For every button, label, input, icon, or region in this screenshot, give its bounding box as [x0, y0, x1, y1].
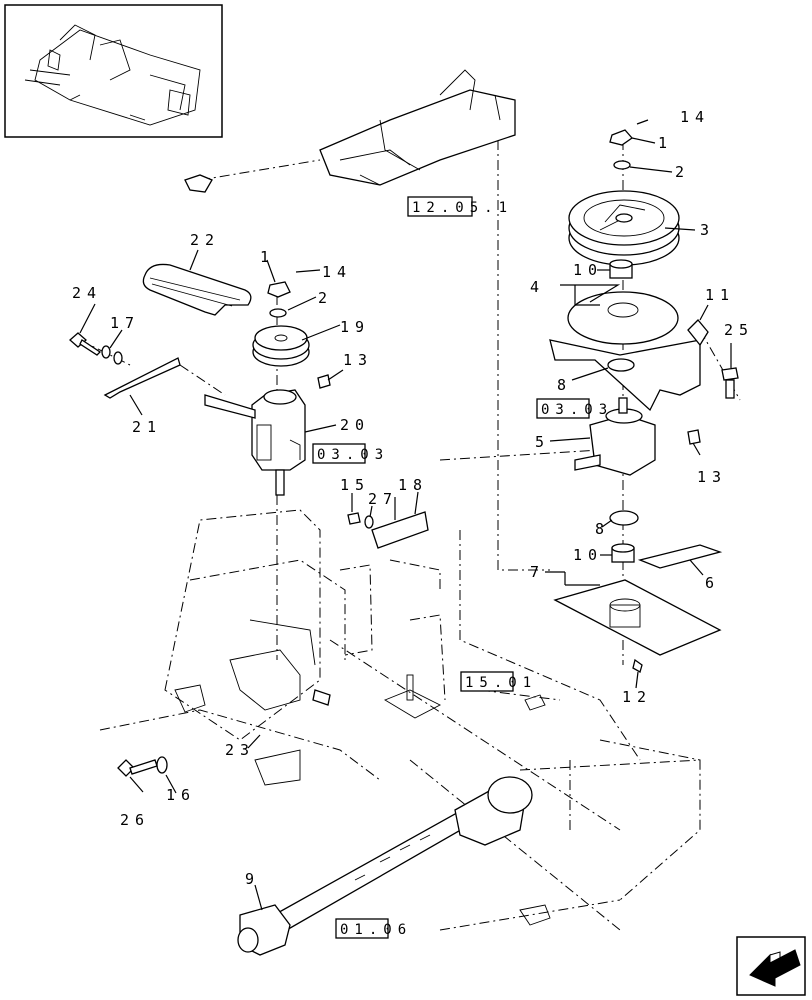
castle-nut-left[interactable]	[267, 281, 291, 298]
nut-15[interactable]	[347, 512, 361, 525]
next-page-arrow-icon[interactable]	[736, 936, 806, 996]
callout-24: 24	[72, 284, 102, 302]
callout-10b: 10	[573, 546, 603, 564]
svg-text:03.03: 03.03	[541, 402, 613, 418]
svg-text:15.01: 15.01	[465, 675, 537, 691]
callout-numbers: 14 1 2 3 10 4 11 25 8 5 13 8 10 7 6 12 2…	[72, 108, 754, 888]
right-gearbox[interactable]	[574, 397, 656, 476]
callout-18: 18	[398, 476, 428, 494]
svg-text:12.05.1: 12.05.1	[412, 200, 513, 216]
callout-23: 23	[225, 741, 255, 759]
left-gearbox[interactable]	[204, 389, 306, 496]
callout-1: 1	[658, 134, 673, 152]
seal-ring-upper[interactable]	[607, 358, 635, 372]
bolt-26[interactable]	[117, 759, 158, 777]
callout-10: 10	[573, 261, 603, 279]
callout-9: 9	[245, 870, 260, 888]
bearing-upper[interactable]	[609, 259, 633, 279]
callout-27: 27	[368, 490, 398, 508]
key-left[interactable]	[317, 374, 331, 389]
bolt-24[interactable]	[69, 332, 102, 356]
grease-fitting[interactable]	[632, 658, 643, 673]
washer-27[interactable]	[364, 515, 374, 529]
bearing-housing[interactable]	[549, 291, 701, 412]
callout-2: 2	[675, 163, 690, 181]
callout-3: 3	[700, 221, 715, 239]
pto-driveshaft[interactable]	[237, 776, 533, 956]
leader-lines	[79, 119, 732, 911]
callout-8b: 8	[595, 520, 610, 538]
cross-reference-boxes: 12.05.1 03.03 03.03 15.01 01.06	[312, 196, 613, 939]
bolt-11[interactable]	[687, 319, 709, 347]
ref-box-03-03-right[interactable]: 03.03	[536, 398, 613, 419]
machine-overview-thumbnail[interactable]	[4, 4, 223, 138]
callout-16: 16	[166, 786, 196, 804]
washer-left[interactable]	[269, 308, 287, 318]
callout-2b: 2	[318, 289, 333, 307]
callout-21: 21	[132, 418, 162, 436]
washer-right[interactable]	[613, 160, 631, 170]
callout-1b: 1	[260, 248, 275, 266]
callout-7: 7	[530, 563, 545, 581]
knife-blade[interactable]	[103, 357, 181, 399]
upper-mount-bracket	[184, 69, 516, 193]
seal-ring-lower[interactable]	[609, 510, 639, 526]
key-right[interactable]	[687, 429, 701, 445]
svg-text:03.03: 03.03	[317, 447, 389, 463]
shim-plate[interactable]	[637, 544, 723, 569]
callout-11: 11	[705, 286, 735, 304]
washer-16[interactable]	[156, 756, 168, 774]
bearing-lower[interactable]	[611, 543, 635, 563]
callout-13b: 13	[343, 351, 373, 369]
callout-8: 8	[557, 376, 572, 394]
guard-plate[interactable]	[371, 511, 429, 549]
small-pulley[interactable]	[252, 325, 310, 367]
castle-nut-right[interactable]	[609, 129, 633, 146]
callout-12: 12	[622, 688, 652, 706]
mounting-plate[interactable]	[553, 579, 722, 656]
callout-14b: 14	[322, 263, 352, 281]
main-frame	[99, 509, 701, 931]
large-pulley[interactable]	[568, 190, 680, 266]
callout-19: 19	[340, 318, 370, 336]
shaft-clamp	[519, 694, 551, 926]
callout-13: 13	[697, 468, 727, 486]
callout-17: 17	[110, 314, 140, 332]
drive-belt[interactable]	[142, 263, 252, 316]
ref-box-01-06[interactable]: 01.06	[335, 918, 412, 939]
callout-5: 5	[535, 433, 550, 451]
svg-text:01.06: 01.06	[340, 922, 412, 938]
callout-15: 15	[340, 476, 370, 494]
pin-plate	[383, 674, 441, 719]
ref-box-15-01[interactable]: 15.01	[460, 671, 537, 692]
callout-4: 4	[530, 278, 545, 296]
ref-box-03-03-left[interactable]: 03.03	[312, 443, 389, 464]
callout-25: 25	[724, 321, 754, 339]
callout-26: 26	[120, 811, 150, 829]
bolt-frame[interactable]	[312, 689, 331, 706]
callout-14: 14	[680, 108, 710, 126]
ref-box-12-05-1[interactable]: 12.05.1	[407, 196, 513, 217]
callout-6: 6	[705, 574, 720, 592]
bolt-25[interactable]	[721, 367, 739, 399]
callout-22: 22	[190, 231, 220, 249]
washer-17[interactable]	[101, 345, 123, 365]
callout-20: 20	[340, 416, 370, 434]
